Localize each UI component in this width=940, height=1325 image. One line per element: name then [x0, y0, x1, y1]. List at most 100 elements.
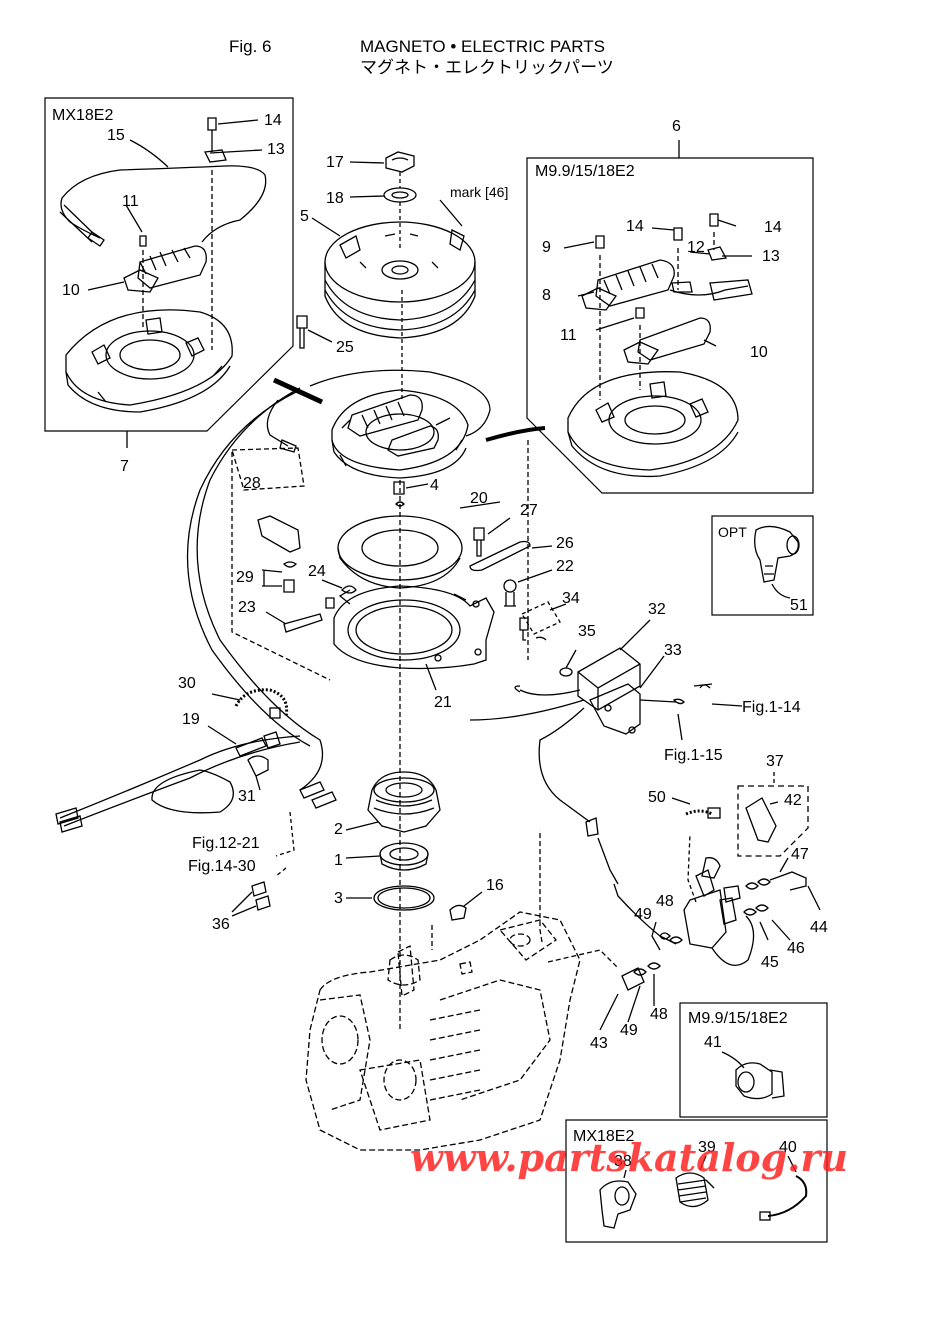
base-plate-21	[333, 585, 495, 670]
callout: 43	[590, 1035, 608, 1052]
callout: 13	[267, 141, 285, 158]
cdi-unit-32	[577, 647, 641, 735]
callout: 10	[750, 344, 768, 361]
callout: 9	[542, 239, 551, 256]
stator-assembly	[331, 389, 469, 479]
flywheel-5	[324, 221, 476, 339]
callout: 50	[648, 789, 666, 806]
engine-block	[305, 911, 581, 1151]
callout: 28	[243, 475, 261, 492]
group-37	[737, 785, 809, 857]
callout: 6	[672, 118, 681, 135]
box-opt	[711, 515, 814, 616]
callout: 8	[542, 287, 551, 304]
ref-fig-1-14: Fig.1-14	[742, 699, 801, 716]
callout: 40	[779, 1139, 797, 1156]
callout: 46	[787, 940, 805, 957]
housing-2	[367, 771, 441, 833]
clip-30	[234, 688, 289, 717]
callout: 14	[764, 219, 782, 236]
callout: 14	[626, 218, 644, 235]
bracket-28	[257, 515, 301, 553]
callout: 22	[556, 558, 574, 575]
callout: 35	[578, 623, 596, 640]
coils-m9	[581, 213, 753, 400]
cap-51	[754, 525, 800, 599]
box-label-m9-15-18-top: M9.9/15/18E2	[535, 163, 635, 180]
callout: 31	[238, 788, 256, 805]
box-label-mx18e2-top: MX18E2	[52, 107, 114, 124]
callout: 10	[62, 282, 80, 299]
callout: 48	[650, 1006, 668, 1023]
box-mx18e2-bottom	[565, 1119, 828, 1243]
callout: 18	[326, 190, 344, 207]
spring-39	[675, 1155, 715, 1208]
callout: 42	[784, 792, 802, 809]
callout: 26	[556, 535, 574, 552]
callout: 16	[486, 877, 504, 894]
figure-title-japanese: マグネト・エレクトリックパーツ	[360, 58, 614, 77]
box-m9-15-18-bottom	[679, 1002, 828, 1118]
callout: 2	[334, 821, 343, 838]
callout: 15	[107, 127, 125, 144]
figure-title: MAGNETO • ELECTRIC PARTS	[360, 37, 605, 56]
callout: 34	[562, 590, 580, 607]
callout: 4	[430, 477, 439, 494]
callout: 14	[264, 112, 282, 129]
callout: 7	[120, 458, 129, 475]
o-ring-3	[373, 885, 435, 911]
callout: 20	[470, 490, 488, 507]
ref-fig-14-30: Fig.14-30	[188, 858, 256, 875]
callout: 32	[648, 601, 666, 618]
box-label-m9-15-18-bottom: M9.9/15/18E2	[688, 1010, 788, 1027]
callout: 44	[810, 919, 828, 936]
callout: 51	[790, 597, 808, 614]
callout: 36	[212, 916, 230, 933]
box-mx18e2-top	[44, 97, 294, 432]
callout: 24	[308, 563, 326, 580]
wire-harness	[186, 369, 491, 791]
cap-38	[599, 1169, 637, 1229]
callout: 47	[791, 846, 809, 863]
figure-label: Fig. 6	[229, 37, 272, 56]
ref-fig-12-21: Fig.12-21	[192, 835, 260, 852]
callout: 39	[698, 1139, 716, 1156]
charge-coil-mx18e2	[59, 117, 267, 350]
callout: 30	[178, 675, 196, 692]
washer-18	[383, 187, 417, 203]
callout: 27	[520, 502, 538, 519]
strap-26	[469, 540, 531, 572]
callout: 12	[687, 239, 705, 256]
callout: 3	[334, 890, 343, 907]
nut-17	[385, 151, 415, 173]
cap-41	[721, 1051, 785, 1100]
stator-plate-m9	[567, 371, 739, 478]
callout: 25	[336, 339, 354, 356]
ref-fig-1-15: Fig.1-15	[664, 747, 723, 764]
callout: 21	[434, 694, 452, 711]
box-label-opt: OPT	[718, 524, 747, 540]
callout: 38	[614, 1153, 632, 1170]
callout: 33	[664, 642, 682, 659]
callout: 11	[560, 327, 577, 344]
callout: 29	[236, 569, 254, 586]
callout: 17	[326, 154, 344, 171]
callout: 48	[656, 893, 674, 910]
callout: 41	[704, 1034, 722, 1051]
wire-40	[759, 1155, 808, 1221]
callout: 49	[634, 906, 652, 923]
callout: 5	[300, 208, 309, 225]
callout: 1	[334, 852, 343, 869]
box-m9-15-18-top	[526, 157, 814, 494]
mark-note: mark [46]	[450, 184, 509, 200]
box-label-mx18e2-bottom: MX18E2	[573, 1128, 635, 1145]
watermark-text: www.partskatalog.ru	[410, 1135, 849, 1180]
seal-1	[379, 842, 429, 866]
bolt-25	[296, 315, 308, 349]
callout: 49	[620, 1022, 638, 1039]
callout: 13	[762, 248, 780, 265]
callout: 19	[182, 711, 200, 728]
ignition-coil	[683, 857, 755, 966]
